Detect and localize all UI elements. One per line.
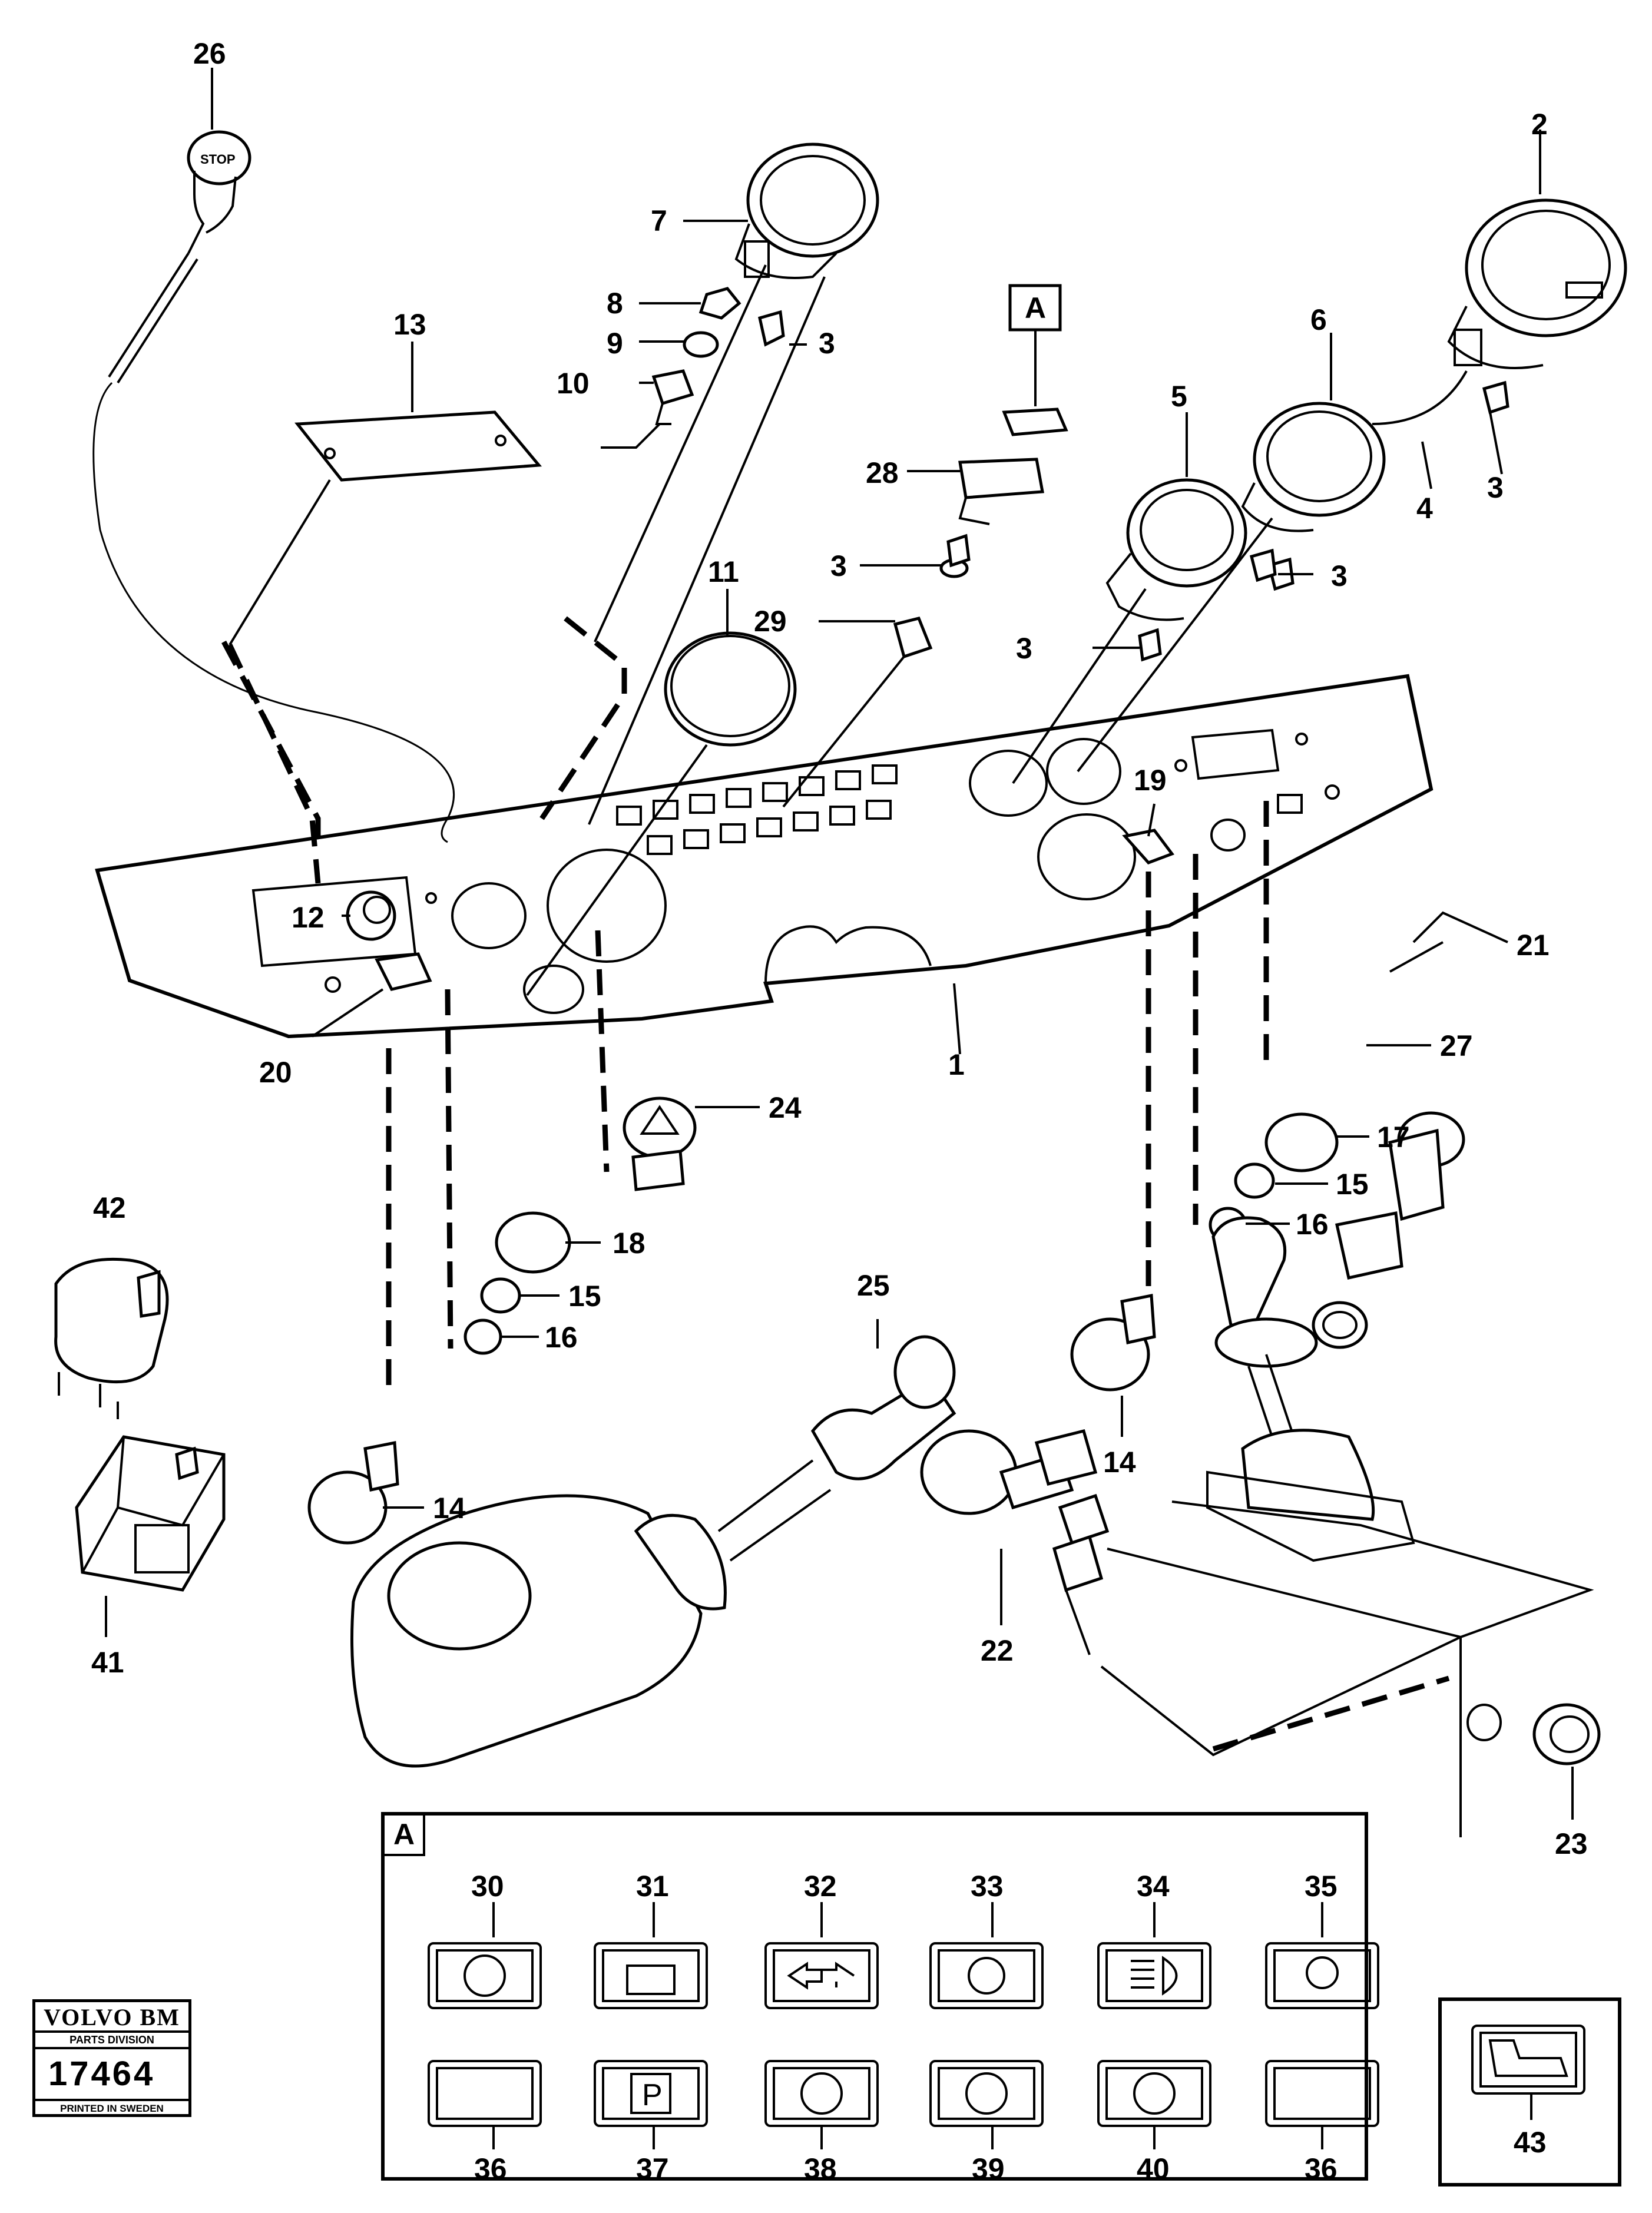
label-33: 33 — [971, 1870, 1004, 1903]
label-21: 21 — [1517, 929, 1550, 962]
label-4: 4 — [1416, 492, 1433, 525]
label-17: 17 — [1377, 1121, 1410, 1154]
bulb-3-d — [1249, 548, 1277, 582]
label-23: 23 — [1555, 1827, 1588, 1860]
label-40: 40 — [1137, 2152, 1170, 2185]
inset-43-panel — [1438, 1997, 1621, 2187]
label-16-b: 16 — [545, 1321, 578, 1354]
label-2: 2 — [1531, 108, 1548, 141]
label-16-a: 16 — [1296, 1208, 1329, 1241]
label-42: 42 — [93, 1191, 126, 1224]
label-32: 32 — [804, 1870, 837, 1903]
label-29: 29 — [754, 605, 787, 638]
label-12: 12 — [292, 901, 325, 934]
volvo-bm-plate: VOLVO BM PARTS DIVISION 17464 PRINTED IN… — [32, 1999, 191, 2117]
plate-number: 17464 — [35, 2049, 188, 2101]
switch-12 — [346, 890, 396, 941]
label-3-b: 3 — [1487, 471, 1504, 504]
label-25: 25 — [857, 1269, 890, 1302]
label-15-a: 15 — [1336, 1168, 1369, 1201]
label-3-d: 3 — [1331, 559, 1348, 592]
plate-brand: VOLVO BM — [44, 2004, 180, 2030]
label-30: 30 — [471, 1870, 504, 1903]
label-3-c: 3 — [830, 549, 847, 582]
gauge-6 — [1077, 402, 1386, 773]
label-31: 31 — [636, 1870, 669, 1903]
label-34: 34 — [1137, 1870, 1170, 1903]
label-24: 24 — [769, 1091, 802, 1124]
bracket-20 — [375, 952, 432, 991]
label-28: 28 — [866, 456, 899, 489]
label-39: 39 — [972, 2152, 1005, 2185]
knob-18 — [464, 1211, 571, 1355]
inset-a-letter: A — [393, 1818, 415, 1851]
label-7: 7 — [651, 204, 667, 237]
plate-printed: PRINTED IN SWEDEN — [60, 2103, 164, 2114]
grommet-23 — [1466, 1703, 1601, 1765]
drop-line-c — [595, 930, 610, 1172]
cigarette-lighter-21 — [1312, 1111, 1465, 1349]
label-9: 9 — [607, 327, 623, 360]
lamp-holder-28 — [782, 284, 1068, 808]
inset-a-panel — [381, 1812, 1368, 2181]
part-number-labels: 26 2 7 8 9 10 13 3 6 5 4 3 28 3 29 3 3 1… — [91, 37, 1588, 2185]
bracket-19 — [1122, 829, 1175, 864]
label-27: 27 — [1440, 1029, 1473, 1062]
label-1: 1 — [948, 1048, 965, 1081]
label-41: 41 — [91, 1646, 124, 1679]
label-38: 38 — [804, 2152, 837, 2185]
label-37: 37 — [636, 2152, 669, 2185]
switch-14-right — [1070, 1293, 1156, 1392]
gauge-5 — [1012, 478, 1247, 784]
label-3-e: 3 — [1016, 632, 1032, 665]
label-35: 35 — [1305, 1870, 1338, 1903]
leader-lines — [105, 68, 1574, 2149]
label-19: 19 — [1134, 764, 1167, 797]
ignition-switch-22 — [920, 1429, 1110, 1655]
flasher-41 — [75, 1435, 226, 1592]
label-6: 6 — [1310, 303, 1327, 336]
label-14-a: 14 — [433, 1492, 466, 1525]
drop-line-b — [445, 989, 453, 1349]
label-36-a: 36 — [474, 2152, 507, 2185]
label-20: 20 — [259, 1056, 292, 1089]
label-3-a: 3 — [819, 327, 835, 360]
plate-division: PARTS DIVISION — [35, 2030, 188, 2049]
cover-11 — [526, 631, 797, 996]
stop-control-cable — [92, 130, 455, 848]
label-36-b: 36 — [1305, 2152, 1338, 2185]
switch-14-left — [307, 1440, 399, 1545]
hazard-switch-24 — [623, 1096, 697, 1191]
gauge-7 — [539, 143, 879, 825]
callout-a-letter: A — [1025, 291, 1046, 324]
label-18: 18 — [613, 1227, 645, 1260]
label-15-b: 15 — [568, 1280, 601, 1313]
label-22: 22 — [981, 1634, 1014, 1667]
gear-lever-console — [1100, 1216, 1594, 1837]
name-plate — [227, 410, 542, 884]
label-10: 10 — [557, 367, 590, 400]
dashboard-panel — [95, 674, 1434, 1039]
label-14-b: 14 — [1103, 1446, 1136, 1479]
stop-text: STOP — [200, 152, 236, 167]
inset-a-lamps — [428, 1942, 1379, 2127]
label-26: 26 — [193, 37, 226, 70]
label-43: 43 — [1514, 2126, 1547, 2159]
label-5: 5 — [1171, 380, 1187, 413]
relay-42 — [54, 1257, 169, 1407]
bulb-3-c — [946, 534, 971, 568]
label-13: 13 — [393, 308, 426, 341]
combination-switch-25 — [350, 1335, 956, 1768]
gauge-2 — [1372, 198, 1627, 425]
label-11: 11 — [708, 555, 739, 588]
label-8: 8 — [607, 287, 623, 320]
park-symbol: P — [642, 2078, 663, 2112]
